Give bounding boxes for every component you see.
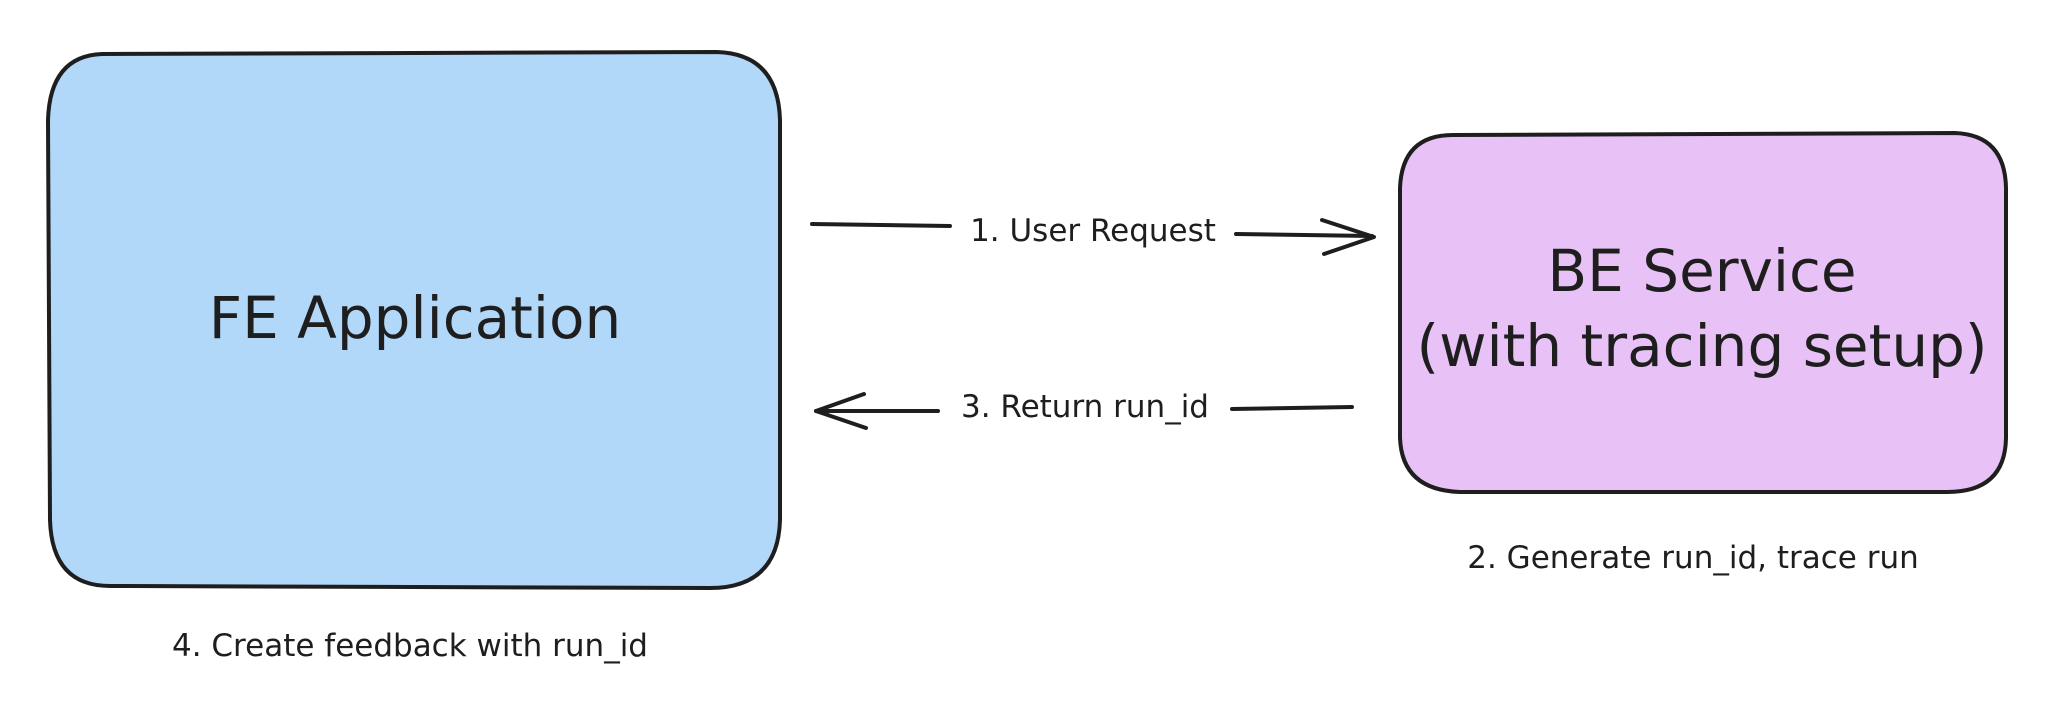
user-request-label: 1. User Request xyxy=(970,213,1216,249)
be-service-title: BE Service xyxy=(1547,237,1856,305)
fe-application-label: FE Application xyxy=(209,284,622,352)
return-run-id-arrowhead xyxy=(814,392,868,430)
return-run-id-edge[interactable]: 3. Return run_id xyxy=(814,389,1354,430)
be-service-box xyxy=(1398,131,2008,494)
be-service-node[interactable]: BE Service (with tracing setup) xyxy=(1398,131,2008,494)
user-request-arrowhead xyxy=(1320,218,1376,256)
fe-application-node[interactable]: FE Application xyxy=(46,50,782,590)
user-request-line-right xyxy=(1234,232,1374,238)
be-caption: 2. Generate run_id, trace run xyxy=(1467,540,1919,576)
user-request-edge[interactable]: 1. User Request xyxy=(810,213,1376,256)
fe-caption: 4. Create feedback with run_id xyxy=(172,628,648,664)
return-run-id-label: 3. Return run_id xyxy=(961,389,1209,425)
be-service-subtitle: (with tracing setup) xyxy=(1416,312,1987,380)
user-request-line-left xyxy=(810,222,952,228)
fe-application-box xyxy=(46,50,782,590)
return-run-id-line-right xyxy=(1230,405,1354,411)
